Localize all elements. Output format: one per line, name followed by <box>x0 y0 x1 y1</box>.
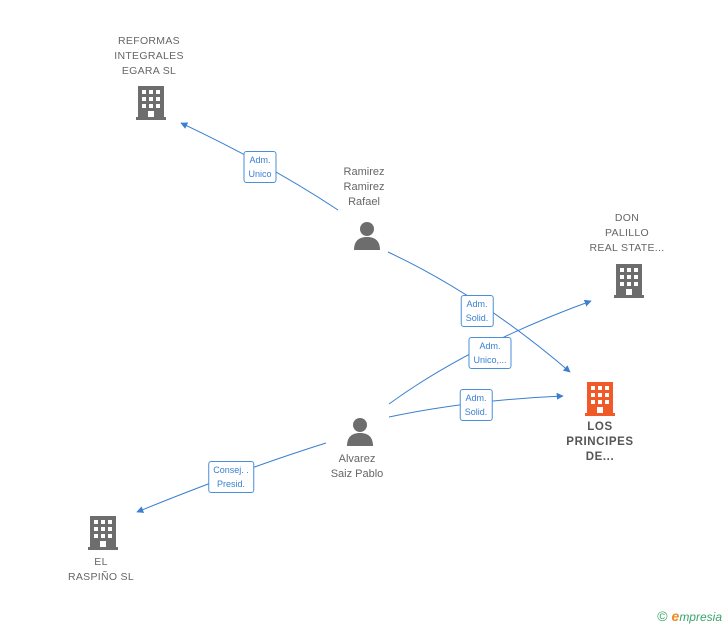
node-label-los-principes: LOS PRINCIPES DE... <box>566 421 634 463</box>
copyright-symbol: © <box>657 608 668 624</box>
building-icon[interactable] <box>585 382 615 416</box>
person-icon[interactable] <box>354 222 380 250</box>
edge-label-ramirez-reformas[interactable]: Adm. Unico <box>243 151 277 183</box>
node-label-reformas: REFORMAS INTEGRALES EGARA SL <box>114 35 184 77</box>
building-icon[interactable] <box>88 516 118 550</box>
node-label-ramirez: Ramirez Ramirez Rafael <box>343 166 385 208</box>
node-label-alvarez: Alvarez Saiz Pablo <box>330 453 384 480</box>
empresia-watermark: © empresia <box>657 608 722 624</box>
building-icon[interactable] <box>136 86 166 120</box>
building-icon[interactable] <box>614 264 644 298</box>
empresia-logo: empresia <box>671 608 722 624</box>
edge-label-alvarez-los-principes[interactable]: Adm. Solid. <box>459 389 493 421</box>
person-icon[interactable] <box>347 418 373 446</box>
node-label-don-palillo: DON PALILLO REAL STATE... <box>589 212 665 254</box>
edge-label-ramirez-los-principes[interactable]: Adm. Solid. <box>460 295 494 327</box>
node-label-el-raspino: EL RASPIÑO SL <box>67 556 135 583</box>
edge-label-alvarez-don-palillo[interactable]: Adm. Unico,... <box>468 337 512 369</box>
edge-label-alvarez-el-raspino[interactable]: Consej. . Presid. <box>208 461 254 493</box>
